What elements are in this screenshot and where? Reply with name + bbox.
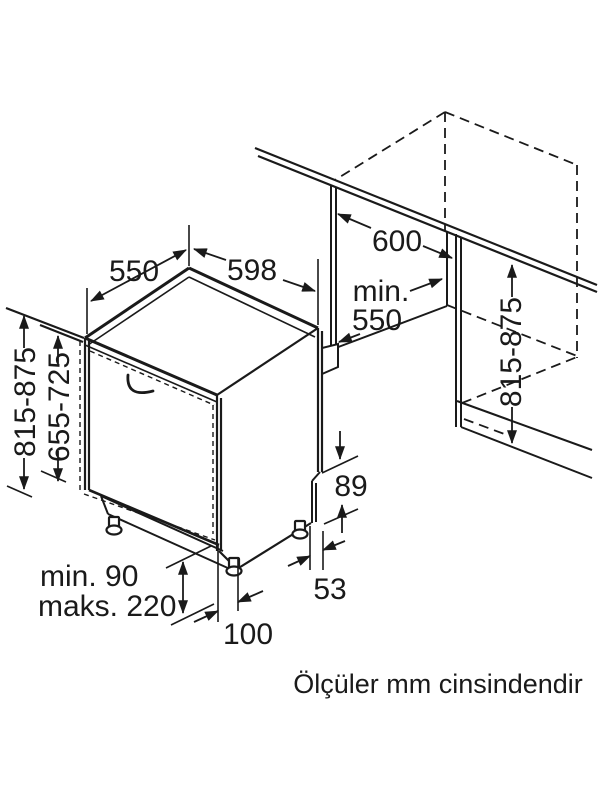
dim-label-appliance-width: 598 bbox=[227, 254, 277, 287]
furniture-door-dashed bbox=[79, 341, 216, 541]
dim-plinth-range bbox=[165, 545, 215, 626]
right-wall-and-floor bbox=[455, 234, 593, 479]
dim-top-depth bbox=[86, 225, 190, 334]
countertop-right-edge bbox=[254, 146, 598, 294]
dim-label-door-panel-height: 655-725 bbox=[43, 352, 76, 462]
dim-label-niche-depth-prefix: min. bbox=[353, 275, 410, 308]
niche-side-panel bbox=[321, 186, 448, 376]
dim-label-appliance-height: 815-875 bbox=[9, 347, 42, 457]
dim-label-rear-step-height: 89 bbox=[334, 470, 367, 503]
dim-label-rear-step-depth: 53 bbox=[313, 573, 346, 606]
dishwasher-base bbox=[88, 471, 321, 570]
dim-appliance-height bbox=[6, 314, 33, 498]
dishwasher-top-face bbox=[84, 266, 319, 403]
dim-label-top-depth: 550 bbox=[109, 255, 159, 288]
units-caption: Ölçüler mm cinsindendir bbox=[293, 669, 583, 699]
dim-label-niche-depth-value: 550 bbox=[352, 304, 402, 337]
dim-rear-step-depth bbox=[287, 526, 346, 570]
dim-label-foot-inset: 100 bbox=[223, 618, 273, 651]
niche-dashed-outline bbox=[334, 111, 578, 436]
dim-rear-step-height bbox=[321, 431, 359, 533]
dim-label-niche-height: 815-875 bbox=[495, 297, 528, 407]
dim-niche-width bbox=[337, 213, 453, 259]
dishwasher-edges bbox=[83, 328, 324, 551]
countertop-left-edge bbox=[5, 306, 85, 344]
dim-label-plinth-max: maks. 220 bbox=[38, 590, 176, 623]
dim-label-plinth-min: min. 90 bbox=[40, 560, 138, 593]
dim-niche-depth bbox=[338, 278, 443, 343]
dim-label-niche-width: 600 bbox=[372, 225, 422, 258]
dim-foot-inset bbox=[193, 544, 264, 623]
dim-appliance-width bbox=[193, 248, 319, 325]
dim-door-panel-height bbox=[40, 334, 67, 483]
adjustable-feet bbox=[105, 515, 309, 577]
door-handle-arc bbox=[126, 373, 155, 395]
